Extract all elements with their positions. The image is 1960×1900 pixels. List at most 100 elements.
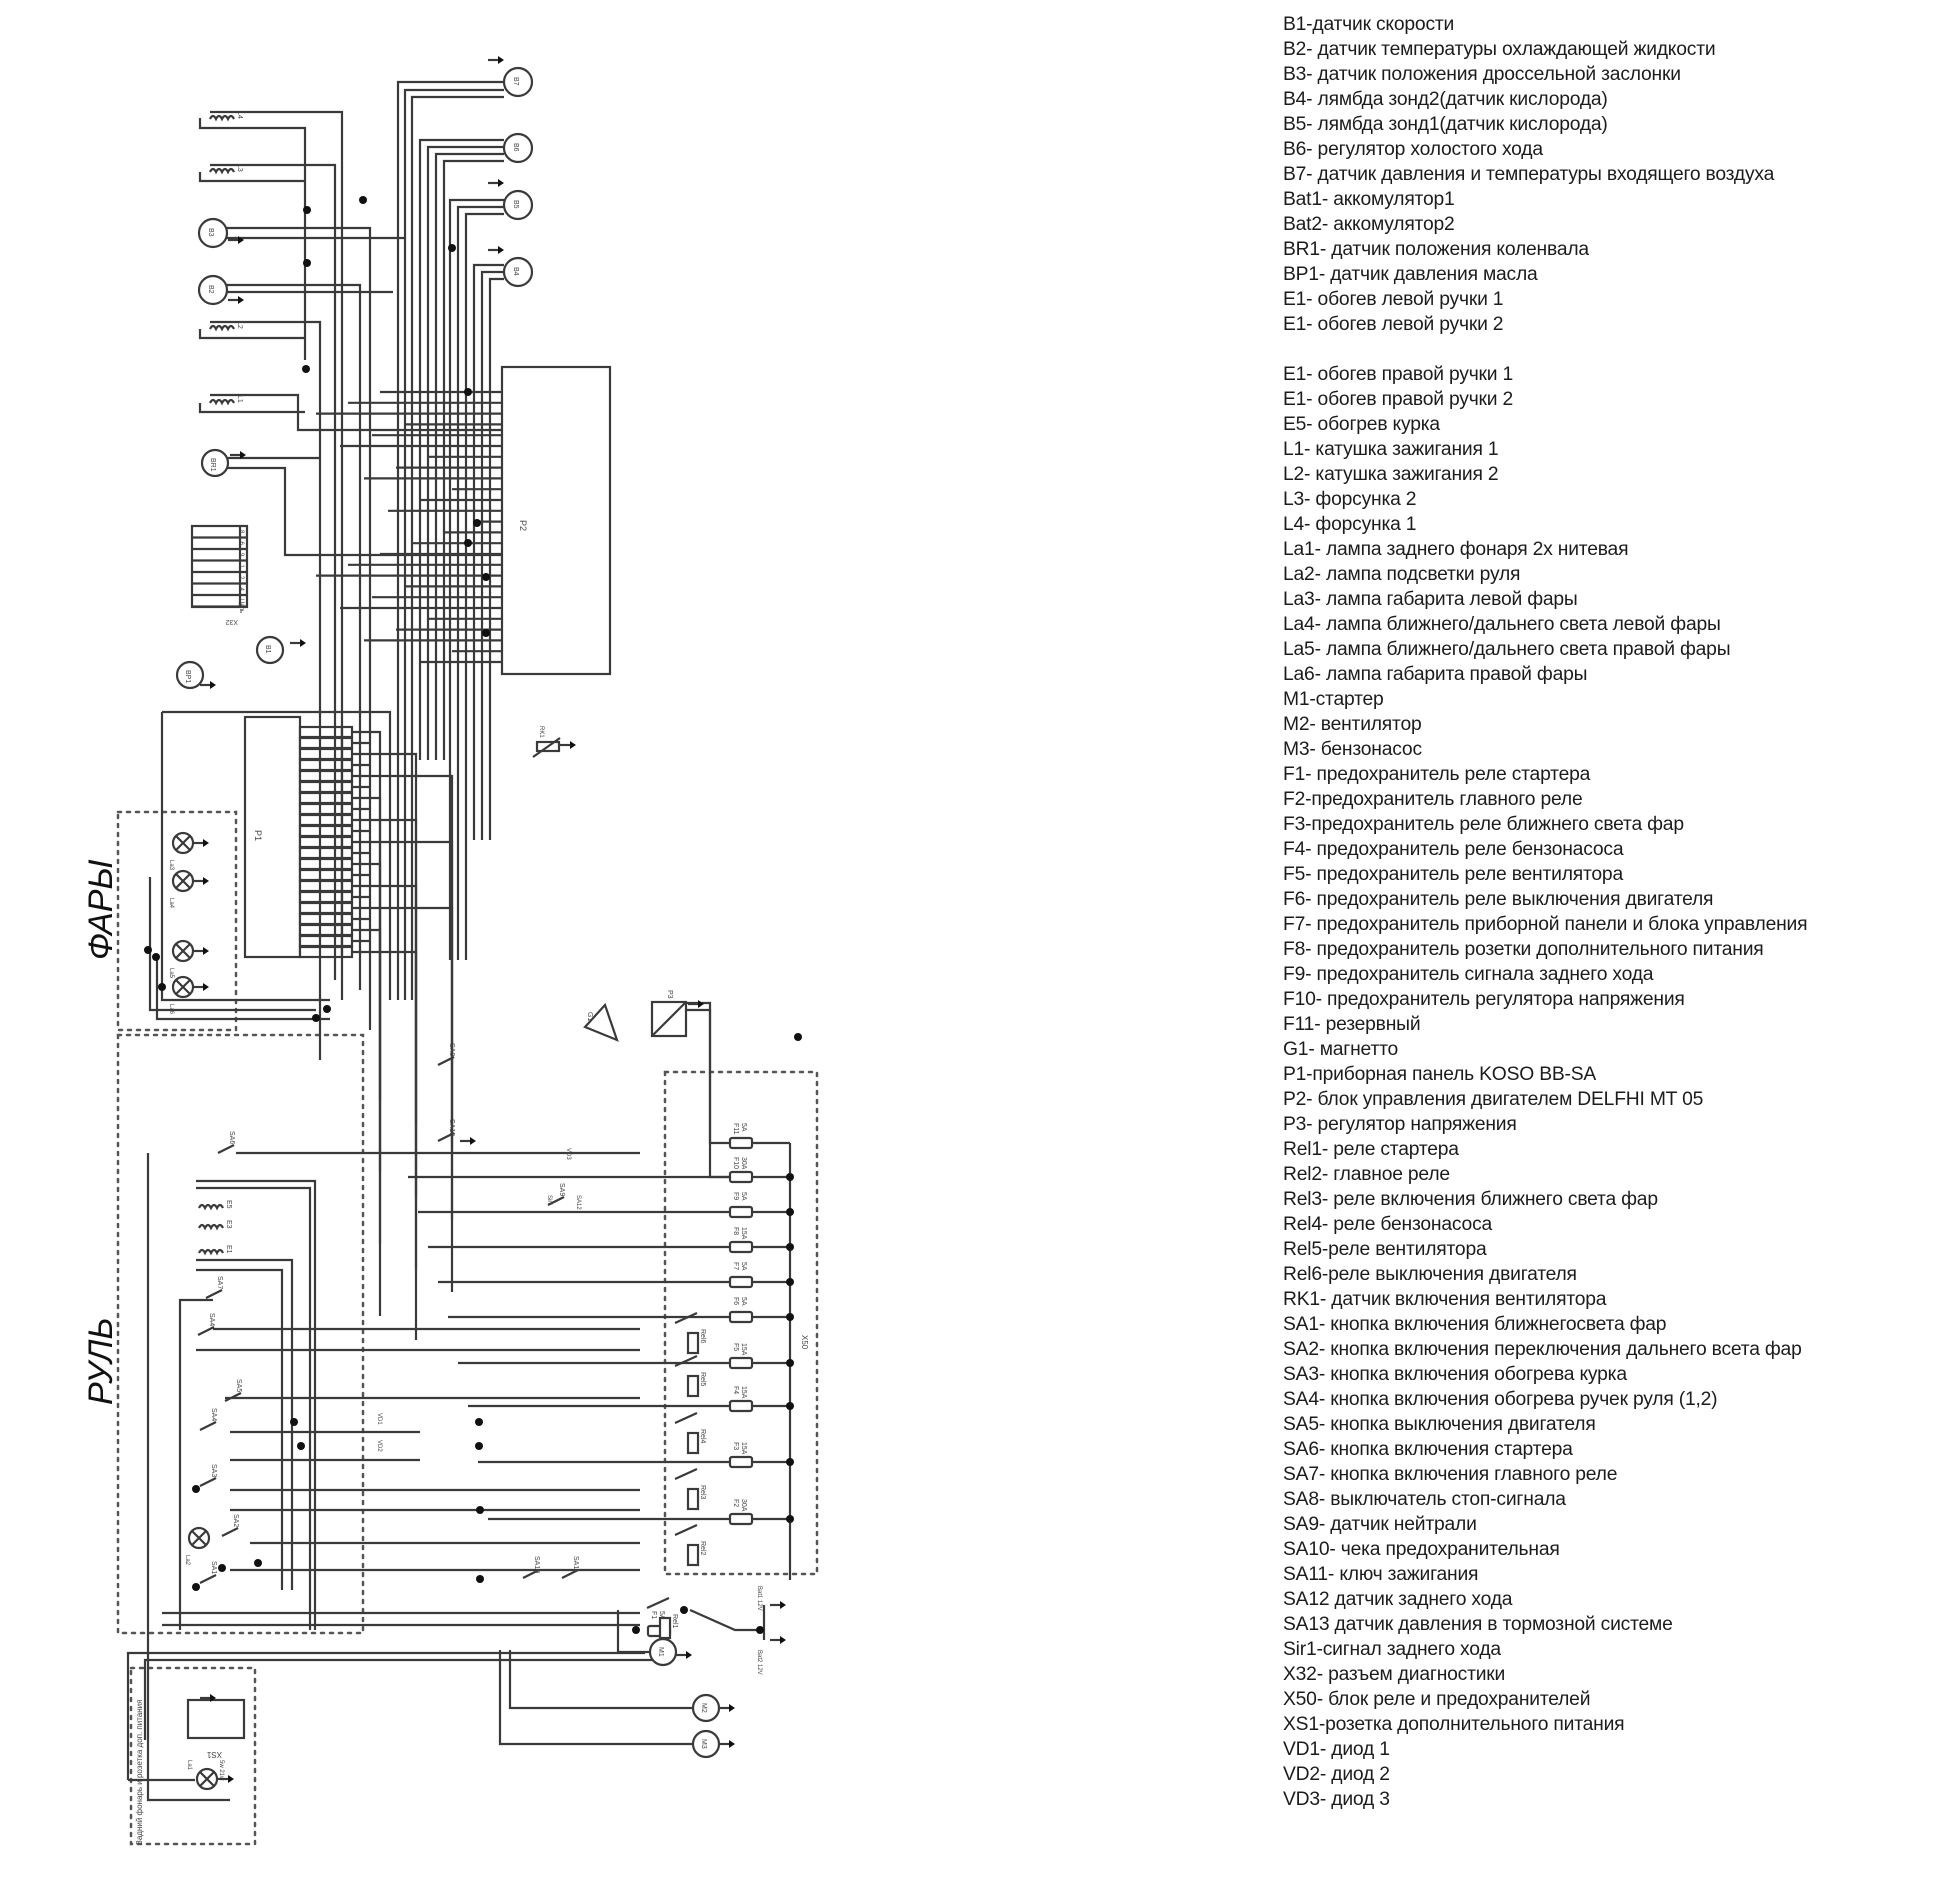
- junction-dot: [464, 388, 472, 396]
- sensor-b4-label: B4: [512, 267, 519, 276]
- sa12-label: SA12: [575, 1195, 581, 1210]
- components: B7B6B5B4L4L3B3B2L2L1BR1B1BP1869124ЦепьX3…: [168, 56, 809, 1791]
- fuse-id: F11: [732, 1123, 739, 1135]
- sensor-b4-icon: [502, 256, 534, 288]
- ground-arrow-icon: [203, 983, 209, 991]
- legend-item: La6- лампа габарита правой фары: [1283, 664, 1588, 685]
- la1-lamp-cross: [199, 1771, 215, 1787]
- relay-coil-Rel6: [686, 1331, 700, 1355]
- sensor-bp1-icon: [175, 660, 205, 690]
- legend-item: P1-приборная панель KOSO BB-SA: [1283, 1064, 1597, 1085]
- ground-arrow-icon: [203, 877, 209, 885]
- p1-pin-cell: [340, 923, 354, 937]
- legend-item: F11- резервный: [1283, 1014, 1421, 1035]
- ecu-p2-label: P2: [518, 520, 528, 531]
- headlights-region-label: ФАРЫ: [82, 859, 120, 960]
- relay-label: Rel1: [671, 1614, 678, 1629]
- junction-dot: [786, 1173, 794, 1181]
- junction-dot: [475, 1418, 483, 1426]
- ground-arrow-icon: [686, 1651, 692, 1659]
- la2-lamp-cross: [191, 1530, 207, 1546]
- legend-item: M1-стартер: [1283, 689, 1384, 710]
- legend-item: Rel2- главное реле: [1283, 1164, 1450, 1185]
- legend-item: B6- регулятор холостого хода: [1283, 139, 1543, 160]
- p1-pin-cell: [340, 846, 354, 860]
- junction-dot: [475, 1442, 483, 1450]
- p1-pin-cell: [340, 725, 354, 739]
- rear-light-region-frame: [129, 1666, 257, 1846]
- wire: [403, 88, 504, 1000]
- ground-arrow-icon: [729, 1740, 735, 1748]
- junction-dot: [756, 1626, 764, 1634]
- junction-dot: [680, 1606, 688, 1614]
- fuse-F6: [728, 1310, 754, 1324]
- sensor-b7-icon: [502, 66, 534, 98]
- wire: [464, 212, 504, 960]
- ground-arrow-icon: [240, 451, 246, 459]
- relay-coil-Rel3: [686, 1487, 700, 1511]
- ground-arrow-icon: [210, 681, 216, 689]
- heater-e1-coil-icon: [198, 1248, 224, 1256]
- relay-contact: [674, 1354, 698, 1368]
- sensor-b1-icon: [255, 635, 285, 665]
- legend-item: F1- предохранитель реле стартера: [1283, 764, 1591, 785]
- p1-pin-cell: [340, 791, 354, 805]
- legend-item: M2- вентилятор: [1283, 714, 1422, 735]
- injector-l3-coil-icon: [209, 167, 235, 175]
- relay-coil-Rel1: [658, 1616, 672, 1640]
- motor-m1-icon: [648, 1637, 678, 1667]
- p3-label: P3: [666, 990, 673, 999]
- relay-label: Rel2: [699, 1541, 706, 1556]
- relay-contact: [674, 1523, 698, 1537]
- fuse-rating: 15A: [740, 1386, 747, 1399]
- ignition-l1-coil-icon: [209, 398, 235, 406]
- la4-lamp-cross: [175, 873, 191, 889]
- sa11-label: SA11: [572, 1556, 579, 1573]
- fuse-rating: 30A: [740, 1499, 747, 1512]
- heater-e3-label: E3: [225, 1220, 232, 1229]
- legend-item: La3- лампа габарита левой фары: [1283, 589, 1578, 610]
- junction-dot: [476, 1506, 484, 1514]
- la1-rating: 5w 21w: [218, 1760, 224, 1781]
- x50-block-frame: [663, 1070, 819, 1576]
- sa8-label: SA8: [448, 1043, 455, 1056]
- p1-pin-cell: [340, 868, 354, 882]
- wire: [198, 329, 305, 340]
- la3-lamp-cross: [175, 835, 191, 851]
- legend-item: Bat2- аккомулятор2: [1283, 214, 1455, 235]
- wire: [472, 263, 504, 840]
- legend-item: E1- обогев правой ручки 2: [1283, 389, 1514, 410]
- legend-item: La1- лампа заднего фонаря 2х нитевая: [1283, 539, 1629, 560]
- sensor-b2-icon: [197, 274, 229, 306]
- p1-pin-cell: [340, 945, 354, 959]
- p1-pin-cell: [340, 835, 354, 849]
- junction-dot: [448, 244, 456, 252]
- legend-item: La5- лампа ближнего/дальнего света право…: [1283, 639, 1731, 660]
- legend-item: SA3- кнопка включения обогрева курка: [1283, 1364, 1627, 1385]
- fuse-id: F6: [732, 1297, 739, 1305]
- junction-dot: [192, 1485, 200, 1493]
- ground-arrow-icon: [780, 1636, 786, 1644]
- sa4b-label: SA4: [210, 1408, 217, 1421]
- relay-contact: [674, 1467, 698, 1481]
- wire: [196, 1186, 312, 1630]
- junction-dot: [786, 1313, 794, 1321]
- fuse-id: F1: [650, 1611, 657, 1619]
- ground-arrow-icon: [300, 639, 306, 647]
- sensor-b3-label: B3: [207, 228, 214, 237]
- junction-dot: [786, 1359, 794, 1367]
- sa4-label: SA4: [208, 1313, 215, 1326]
- sa13-switch-icon: [437, 1132, 455, 1142]
- junction-dot: [254, 1559, 262, 1567]
- wire: [370, 906, 454, 1292]
- sa2-label: SA2: [232, 1514, 239, 1527]
- sensor-br1-label: BR1: [209, 458, 216, 472]
- legend-item: B1-датчик скорости: [1283, 14, 1455, 35]
- p1-pin-cell: [340, 736, 354, 750]
- junction-dot: [473, 519, 481, 527]
- legend-item: F9- предохранитель сигнала заднего хода: [1283, 964, 1654, 985]
- rk1-slash: [532, 737, 561, 758]
- la2-label: La2: [184, 1555, 190, 1566]
